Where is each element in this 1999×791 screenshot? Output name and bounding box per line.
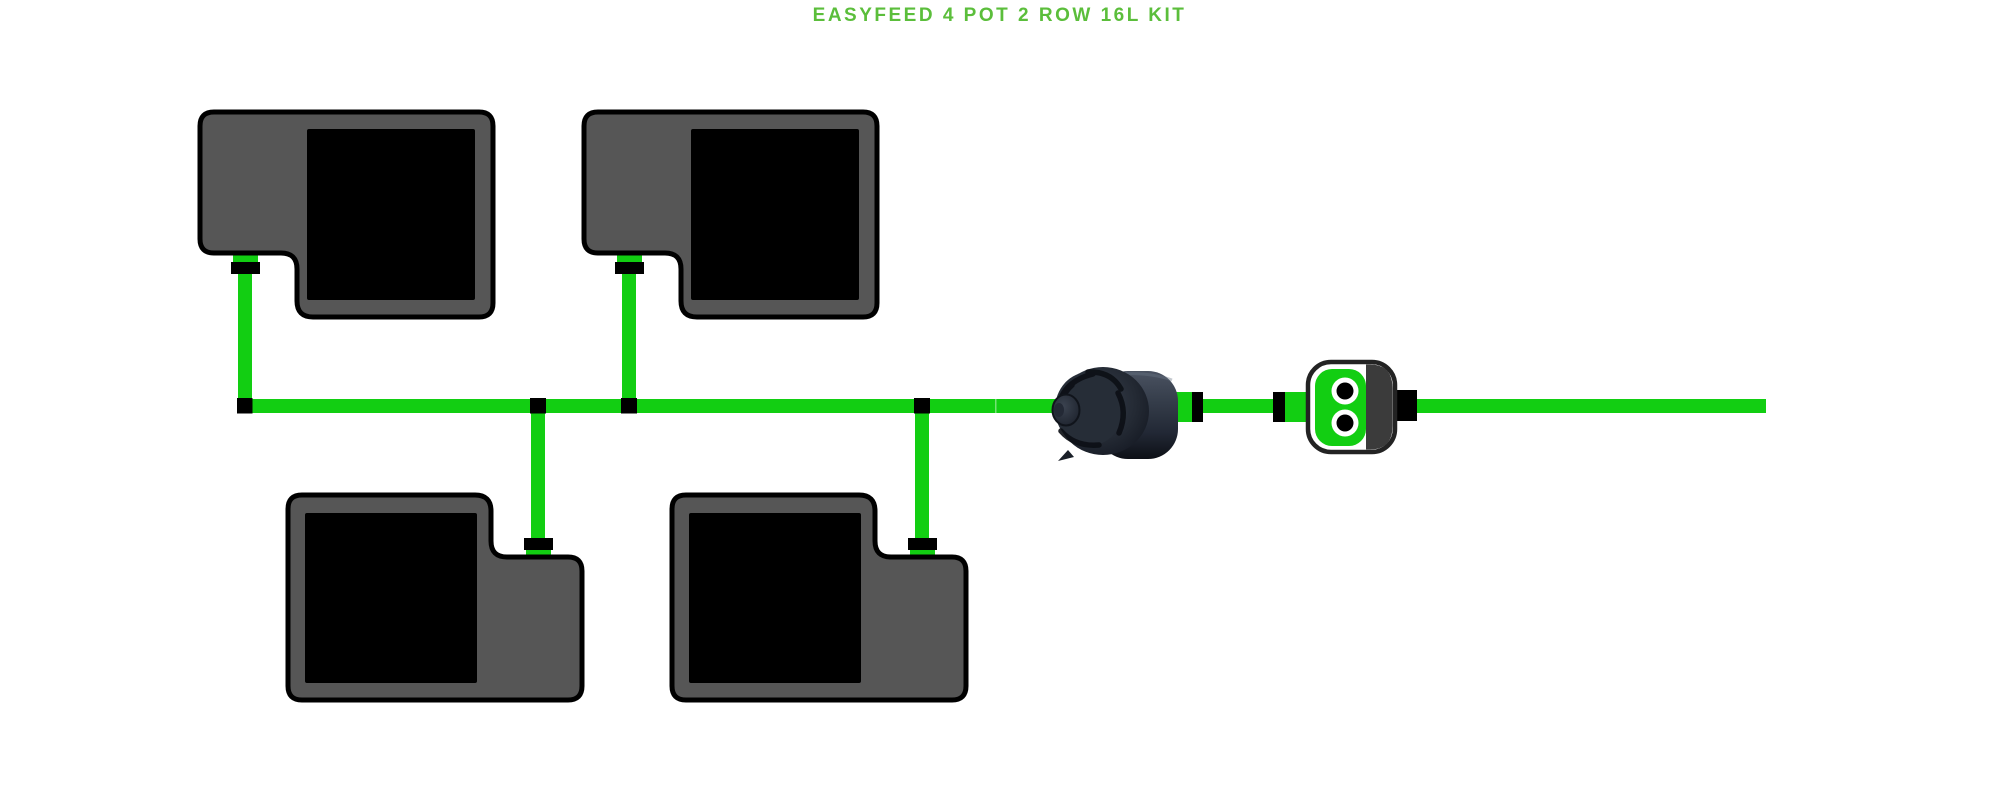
tee-fitting-bottom-left-pot — [530, 398, 546, 414]
tube-pot-bottom-left — [531, 410, 545, 543]
pump-inlet-hub — [1051, 393, 1081, 427]
pot-inlet-fitting — [908, 538, 937, 550]
elbow-fitting-left-end — [237, 398, 253, 414]
valve-inlet-fitting — [1273, 392, 1285, 422]
pot-top-left — [200, 112, 493, 317]
tube-pot-bottom-right — [915, 410, 929, 543]
tube-pot-top-left — [238, 272, 252, 402]
pot-inlet-fitting — [524, 538, 553, 550]
valve-outlet-port-bottom — [1331, 409, 1359, 437]
tee-fitting-bottom-right-pot — [914, 398, 930, 414]
pot-inlet-stub — [910, 548, 935, 559]
valve-inlet-stub — [1285, 392, 1308, 422]
pump-fin — [1058, 450, 1074, 461]
tee-fitting-top-right-pot — [621, 398, 637, 414]
pot-outlet-fitting — [615, 262, 644, 274]
main-feed-line — [237, 399, 1766, 413]
pot-top-right — [584, 112, 877, 317]
pump-impeller-blades — [1056, 369, 1126, 448]
main-line-tube — [237, 399, 1766, 413]
valve-outlet-port-top — [1331, 377, 1359, 405]
pump-inlet-nub — [1054, 403, 1064, 417]
valve-dark-half — [1366, 364, 1393, 450]
pot-inlet-stub — [526, 548, 551, 559]
diagram-title: EASYFEED 4 POT 2 ROW 16L KIT — [812, 5, 1187, 26]
pump-outlet-stub — [1174, 392, 1192, 422]
pump-impeller-icon — [1055, 372, 1123, 446]
tube-pot-top-right — [622, 272, 636, 402]
pot-outlet-fitting — [231, 262, 260, 274]
tube-seam — [995, 399, 997, 413]
pump-outlet-fitting — [1192, 392, 1203, 422]
pot-bottom-right — [672, 495, 966, 700]
pot-bottom-left — [288, 495, 582, 700]
water-pump — [1051, 367, 1178, 461]
dual-outlet-valve — [1305, 359, 1398, 455]
